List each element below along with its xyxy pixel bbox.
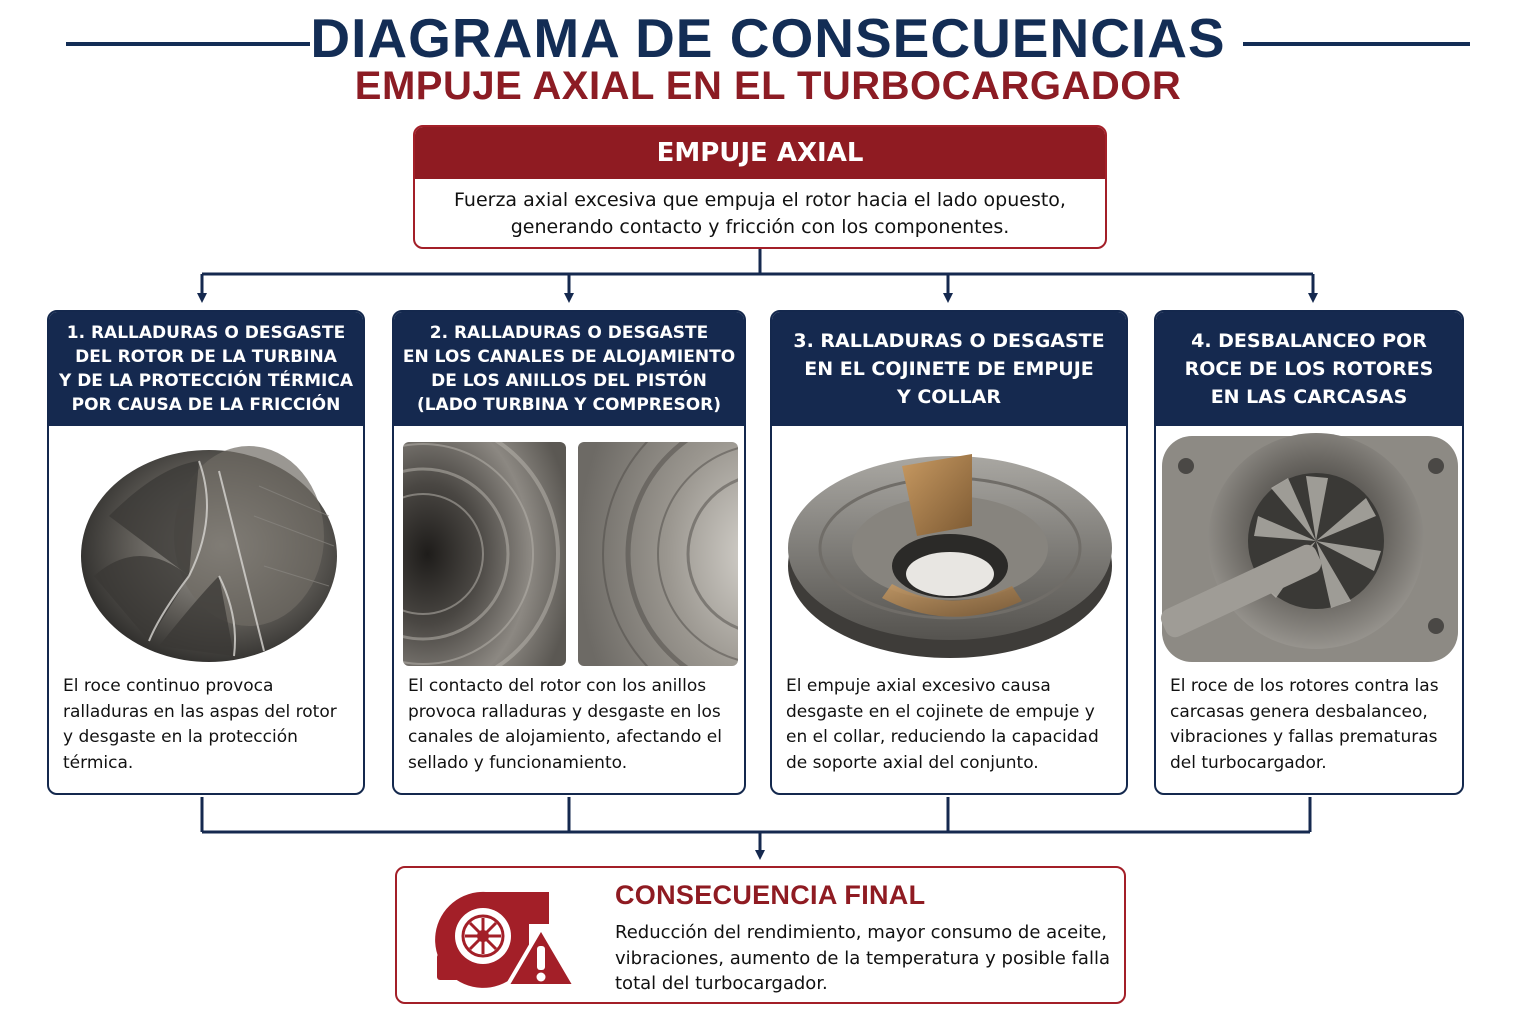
- effect-card-3-description: El empuje axial excesivo causa desgaste …: [786, 676, 1099, 773]
- turbine-rotor-photo: [49, 426, 363, 666]
- rotor-housing-photo: [1156, 426, 1462, 666]
- title-line: (LADO TURBINA Y COMPRESOR): [416, 395, 722, 415]
- effect-card-2-title: 2. RALLADURAS O DESGASTE EN LOS CANALES …: [394, 312, 744, 426]
- cause-title: EMPUJE AXIAL: [415, 127, 1105, 179]
- effect-card-1-description: El roce continuo provoca ralladuras en l…: [63, 676, 337, 773]
- piston-ring-groove-photos: [394, 426, 744, 666]
- cause-box: EMPUJE AXIAL Fuerza axial excesiva que e…: [413, 125, 1107, 249]
- title-line: ROCE DE LOS ROTORES: [1184, 358, 1434, 380]
- effect-card-2: 2. RALLADURAS O DESGASTE EN LOS CANALES …: [392, 310, 746, 795]
- title-rule-right: [1243, 42, 1470, 46]
- page-title: DIAGRAMA DE CONSECUENCIAS: [310, 7, 1226, 69]
- effect-card-2-description: El contacto del rotor con los anillos pr…: [408, 676, 722, 773]
- effect-card-4: 4. DESBALANCEO POR ROCE DE LOS ROTORES E…: [1154, 310, 1464, 795]
- cause-desc-line: generando contacto y fricción con los co…: [510, 216, 1010, 238]
- title-line: 1. RALLADURAS O DESGASTE: [66, 323, 346, 343]
- effect-card-4-title: 4. DESBALANCEO POR ROCE DE LOS ROTORES E…: [1156, 312, 1462, 426]
- cause-desc-line: Fuerza axial excesiva que empuja el roto…: [454, 189, 1066, 211]
- title-line: DEL ROTOR DE LA TURBINA: [75, 347, 337, 367]
- title-line: EN LOS CANALES DE ALOJAMIENTO: [402, 347, 736, 367]
- title-line: EN EL COJINETE DE EMPUJE: [804, 358, 1094, 380]
- warning-icon: [505, 926, 577, 988]
- cause-description: Fuerza axial excesiva que empuja el roto…: [415, 179, 1105, 241]
- final-consequence-description: Reducción del rendimiento, mayor consumo…: [615, 922, 1110, 994]
- groove-photo-right: [578, 442, 738, 666]
- title-line: Y COLLAR: [896, 386, 1002, 408]
- title-line: Y DE LA PROTECCIÓN TÉRMICA: [58, 371, 354, 391]
- effect-card-4-description: El roce de los rotores contra las carcas…: [1170, 676, 1439, 773]
- title-rule-left: [66, 42, 310, 46]
- page-subtitle: EMPUJE AXIAL EN EL TURBOCARGADOR: [354, 64, 1182, 108]
- title-line: 4. DESBALANCEO POR: [1191, 330, 1427, 352]
- effect-card-1-title: 1. RALLADURAS O DESGASTE DEL ROTOR DE LA…: [49, 312, 363, 426]
- effect-card-3: 3. RALLADURAS O DESGASTE EN EL COJINETE …: [770, 310, 1128, 795]
- title-line: 2. RALLADURAS O DESGASTE: [429, 323, 709, 343]
- final-consequence-title: CONSECUENCIA FINAL: [615, 880, 926, 910]
- groove-photo-left: [403, 442, 566, 666]
- title-line: EN LAS CARCASAS: [1210, 386, 1408, 408]
- thrust-bearing-photo: [772, 426, 1126, 666]
- final-consequence-box: CONSECUENCIA FINAL Reducción del rendimi…: [395, 866, 1126, 1004]
- effect-card-1: 1. RALLADURAS O DESGASTE DEL ROTOR DE LA…: [47, 310, 365, 795]
- title-line: POR CAUSA DE LA FRICCIÓN: [71, 395, 341, 415]
- title-line: DE LOS ANILLOS DEL PISTÓN: [431, 371, 707, 391]
- title-line: 3. RALLADURAS O DESGASTE: [793, 330, 1105, 352]
- effect-card-3-title: 3. RALLADURAS O DESGASTE EN EL COJINETE …: [772, 312, 1126, 426]
